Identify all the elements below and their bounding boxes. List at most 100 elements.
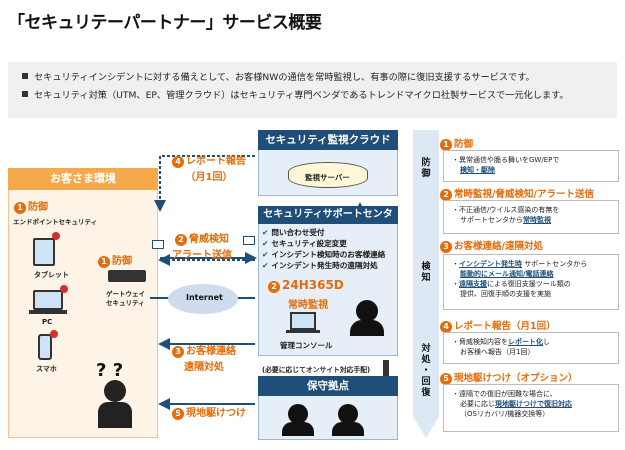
- defense-text: 防御: [28, 202, 48, 213]
- right-box-5-line: 必要に応じ現地駆けつけで復旧対応: [452, 399, 614, 409]
- phase-detect: 検 知: [421, 262, 431, 283]
- laptop-icon: [33, 290, 63, 310]
- report-flow-sub: （月1回）: [185, 172, 233, 183]
- checkmark-icon: ✔: [262, 250, 269, 259]
- checkmark-icon: ✔: [262, 228, 269, 237]
- right-box-4-line: お客様へ報告（月1回）: [452, 347, 614, 357]
- text: ・: [452, 280, 459, 288]
- text: ・脅威検知内容を: [452, 338, 508, 346]
- detect-flow-text: 脅威検知: [189, 234, 229, 245]
- engineer-icon: [288, 404, 308, 424]
- onsite-note: (必要に応じてオンサイト対応手配): [262, 366, 371, 374]
- emphasis-text: 能動的にメール通知/電話連絡: [460, 270, 554, 278]
- always-monitor-label: 常時監視: [288, 300, 328, 311]
- tablet-label: タブレット: [34, 271, 69, 279]
- person-body-icon: [98, 402, 132, 428]
- shield-badge-icon: [52, 232, 60, 240]
- phase-response: 対 処 ・ 回 復: [421, 344, 431, 398]
- right-box-1-line: 検知・駆除: [452, 165, 614, 175]
- right-box-3-line: ・遠隔支援による復旧支援ツール類の: [452, 279, 614, 289]
- right-box-1-line: ・異常通信や脆る舞いをGW/EPで: [452, 155, 614, 165]
- right-box-4-line: ・脅威検知内容をレポート化し: [452, 337, 614, 347]
- step-number-badge: 3: [172, 346, 184, 358]
- text: ・異常通信や脆る舞いをGW/EPで: [452, 156, 560, 164]
- mail-icon: [243, 236, 255, 245]
- confused-person-icon: [104, 380, 126, 402]
- checkmark-icon: ✔: [262, 261, 269, 270]
- text: （OSリカバリ/機器交換等）: [460, 410, 550, 418]
- right-box-3-line: 提供、回復手順の支援を実施: [452, 289, 614, 299]
- right-box-4: ・脅威検知内容をレポート化し お客様へ報告（月1回）: [443, 332, 619, 364]
- tablet-icon: [33, 238, 55, 266]
- phase-arrow: [413, 130, 439, 438]
- page-title: 「セキュリテーパートナー」サービス概要: [8, 13, 322, 33]
- contact-flow-sub: 遠隔対処: [184, 362, 224, 373]
- operator-body-icon: [350, 320, 384, 336]
- right-box-3-line: 能動的にメール通知/電話連絡: [452, 269, 614, 279]
- right-title-1: 防御: [454, 139, 474, 150]
- right-title-4: レポート報告（月1回）: [454, 321, 556, 332]
- report-flow-text: レポート報告: [186, 156, 246, 167]
- onsite-flow-text: 現地駆けつけ: [186, 408, 246, 419]
- detect-flow-sub: アラート送信: [172, 250, 232, 261]
- check-item-text: 問い合わせ受付: [271, 228, 325, 237]
- internet-cloud-icon: [168, 284, 238, 314]
- emphasis-text: 現地駆けつけで復旧対応: [495, 400, 572, 408]
- internet-label: Internet: [186, 293, 223, 302]
- engineer-body-icon: [282, 422, 314, 436]
- text: お客様へ報告（月1回）: [460, 348, 535, 356]
- emphasis-text: インシデント発生時: [459, 260, 522, 268]
- step-number-badge: 5: [440, 373, 452, 385]
- bullet-square-icon: [22, 91, 28, 97]
- right-box-1: ・異常通信や脆る舞いをGW/EPで 検知・駆除: [443, 150, 619, 182]
- right-box-2-line: サポートセンタから常時監視: [452, 215, 614, 225]
- bullet-square-icon: [22, 73, 28, 79]
- console-laptop-base-icon: [286, 330, 320, 333]
- text: ・不正通信/ウイルス感染の有無を: [452, 206, 560, 214]
- intro-line-1: セキュリティインシデントに対する備えとして、お客様NWの通信を常時監視し、有事の…: [22, 69, 607, 87]
- right-box-5: ・遠隔での復旧が困難な場合に、 必要に応じ現地駆けつけで復旧対応 （OSリカバリ…: [443, 384, 619, 432]
- intro-text-2: セキュリティ対策（UTM、EP、管理クラウド）はセキュリティ専門ベンダであるトレ…: [34, 90, 569, 101]
- support-center-header: セキュリティサポートセンタ: [258, 206, 398, 224]
- console-laptop-icon: [290, 312, 316, 330]
- engineer-icon: [338, 404, 358, 424]
- monitor-server-label: 監視サーバー: [305, 173, 350, 182]
- mail-icon: [152, 240, 164, 249]
- check-item: ✔問い合わせ受付: [262, 227, 385, 238]
- shield-badge-icon: [60, 285, 68, 293]
- monitoring-cloud-header: セキュリティ監視クラウド: [258, 130, 398, 150]
- text: ・: [452, 260, 459, 268]
- step-number-badge: 4: [440, 321, 452, 333]
- shield-badge-icon: [50, 330, 58, 338]
- text: 提供、回復手順の支援を実施: [460, 290, 551, 298]
- check-item-text: インシデント検知時のお客様連絡: [271, 250, 386, 259]
- step-number-badge: 1: [14, 202, 26, 214]
- check-item-text: インシデント発生時の遠隔対処: [271, 261, 378, 270]
- check-item: ✔セキュリティ設定変更: [262, 238, 385, 249]
- step-number-badge: 1: [440, 139, 452, 151]
- checkmark-icon: ✔: [262, 239, 269, 248]
- phone-label: スマホ: [36, 365, 57, 373]
- text: サポートセンタから: [460, 216, 523, 224]
- right-box-5-line: （OSリカバリ/機器交換等）: [452, 409, 614, 419]
- step-number-badge: 5: [172, 408, 184, 420]
- pc-label: PC: [42, 318, 53, 326]
- console-label: 管理コンソール: [280, 341, 333, 350]
- emphasis-text: 常時監視: [523, 216, 551, 224]
- right-box-2: ・不正通信/ウイルス感染の有無を サポートセンタから常時監視: [443, 200, 619, 234]
- right-box-3: ・インシデント発生時 サポートセンタから 能動的にメール通知/電話連絡 ・遠隔支…: [443, 254, 619, 310]
- database-icon: [288, 162, 368, 188]
- support-checklist: ✔問い合わせ受付 ✔セキュリティ設定変更 ✔インシデント検知時のお客様連絡 ✔イ…: [262, 227, 385, 271]
- right-box-3-line: ・インシデント発生時 サポートセンタから: [452, 259, 614, 269]
- right-title-3: お客様連絡/遠隔対処: [454, 241, 543, 252]
- text: ・遠隔での復旧が困難な場合に、: [452, 390, 557, 398]
